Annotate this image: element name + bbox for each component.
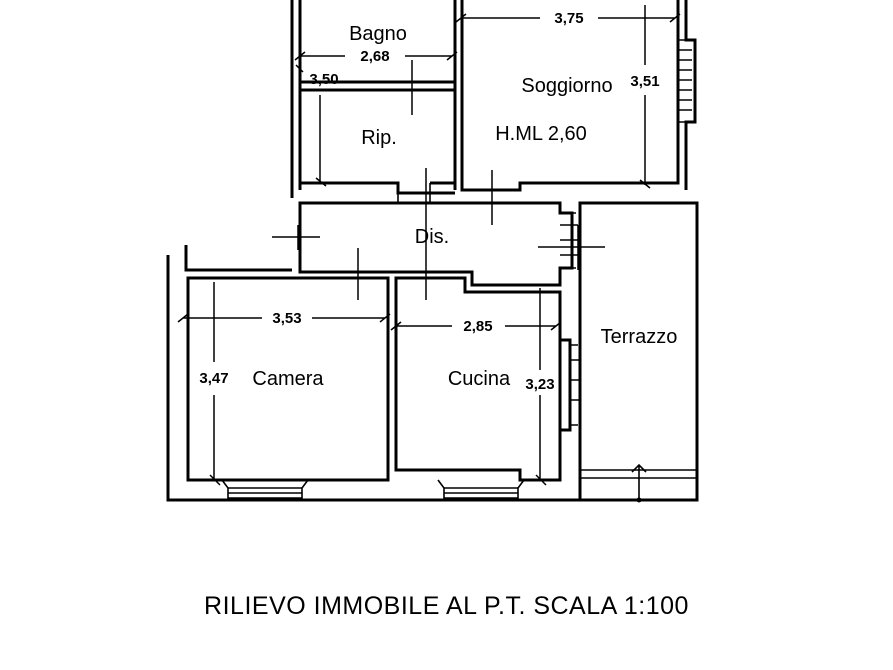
dim-bagno-width: 2,68 [360, 48, 389, 65]
room-label-terrazzo: Terrazzo [601, 326, 678, 348]
height-note: H.ML 2,60 [495, 123, 587, 145]
dim-camera-width: 3,53 [272, 310, 301, 327]
dim-cucina-width: 2,85 [463, 318, 492, 335]
windows [221, 39, 695, 503]
section-marks [272, 60, 605, 300]
dim-soggiorno-height: 3,51 [630, 73, 659, 90]
room-label-rip: Rip. [361, 127, 397, 149]
dim-soggiorno-width: 3,75 [554, 10, 583, 27]
plan-caption: RILIEVO IMMOBILE AL P.T. SCALA 1:100 [204, 592, 689, 620]
room-labels: Bagno Soggiorno H.ML 2,60 Rip. Dis. Came… [252, 23, 677, 390]
room-label-soggiorno: Soggiorno [521, 75, 612, 97]
dim-cucina-height: 3,23 [525, 376, 554, 393]
room-label-dis: Dis. [415, 226, 449, 248]
walls [166, 0, 699, 502]
room-label-bagno: Bagno [349, 23, 407, 45]
dimension-lines [177, 5, 681, 486]
dim-camera-height: 3,47 [199, 370, 228, 387]
dimension-values: 2,68 3,50 3,75 3,51 3,53 3,47 2,85 3,23 [199, 10, 659, 393]
room-label-cucina: Cucina [448, 368, 511, 390]
room-label-camera: Camera [252, 368, 324, 390]
dim-bagno-side: 3,50 [309, 71, 338, 88]
